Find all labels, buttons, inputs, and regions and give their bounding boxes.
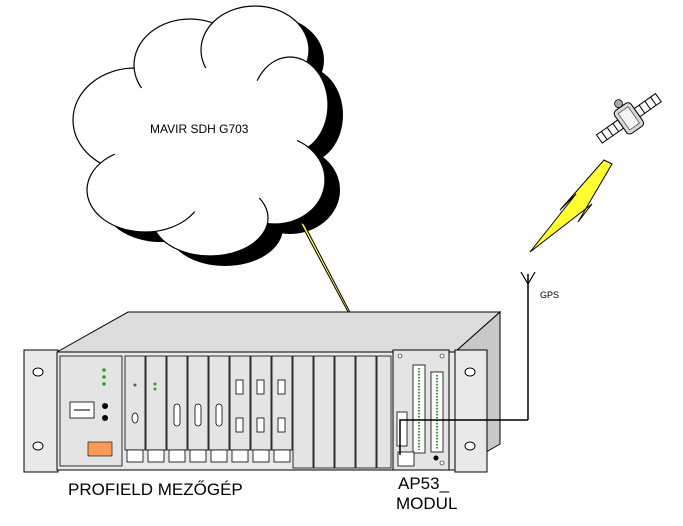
device-label: PROFIELD MEZŐGÉP xyxy=(68,480,243,499)
rack-chassis-icon xyxy=(23,349,488,473)
gps-label: GPS xyxy=(540,290,560,300)
network-label: MAVIR SDH G703 xyxy=(150,122,249,136)
lightning-icon xyxy=(529,159,613,253)
satellite-icon xyxy=(595,92,662,144)
antenna-icon xyxy=(399,271,536,455)
ap53-module xyxy=(392,349,450,471)
cloud-icon xyxy=(72,5,343,266)
module-label-line1: AP53_ xyxy=(398,474,450,493)
rack-top-face xyxy=(55,311,502,353)
module-label-line2: MODUL xyxy=(396,494,458,513)
